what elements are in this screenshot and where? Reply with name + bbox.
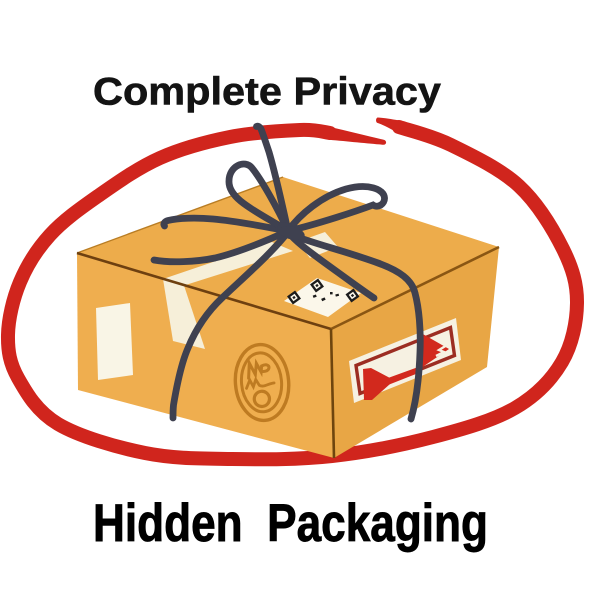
svg-text:Complete Privacy: Complete Privacy [93,71,441,114]
svg-text:Hidden Packaging: Hidden Packaging [93,494,488,553]
